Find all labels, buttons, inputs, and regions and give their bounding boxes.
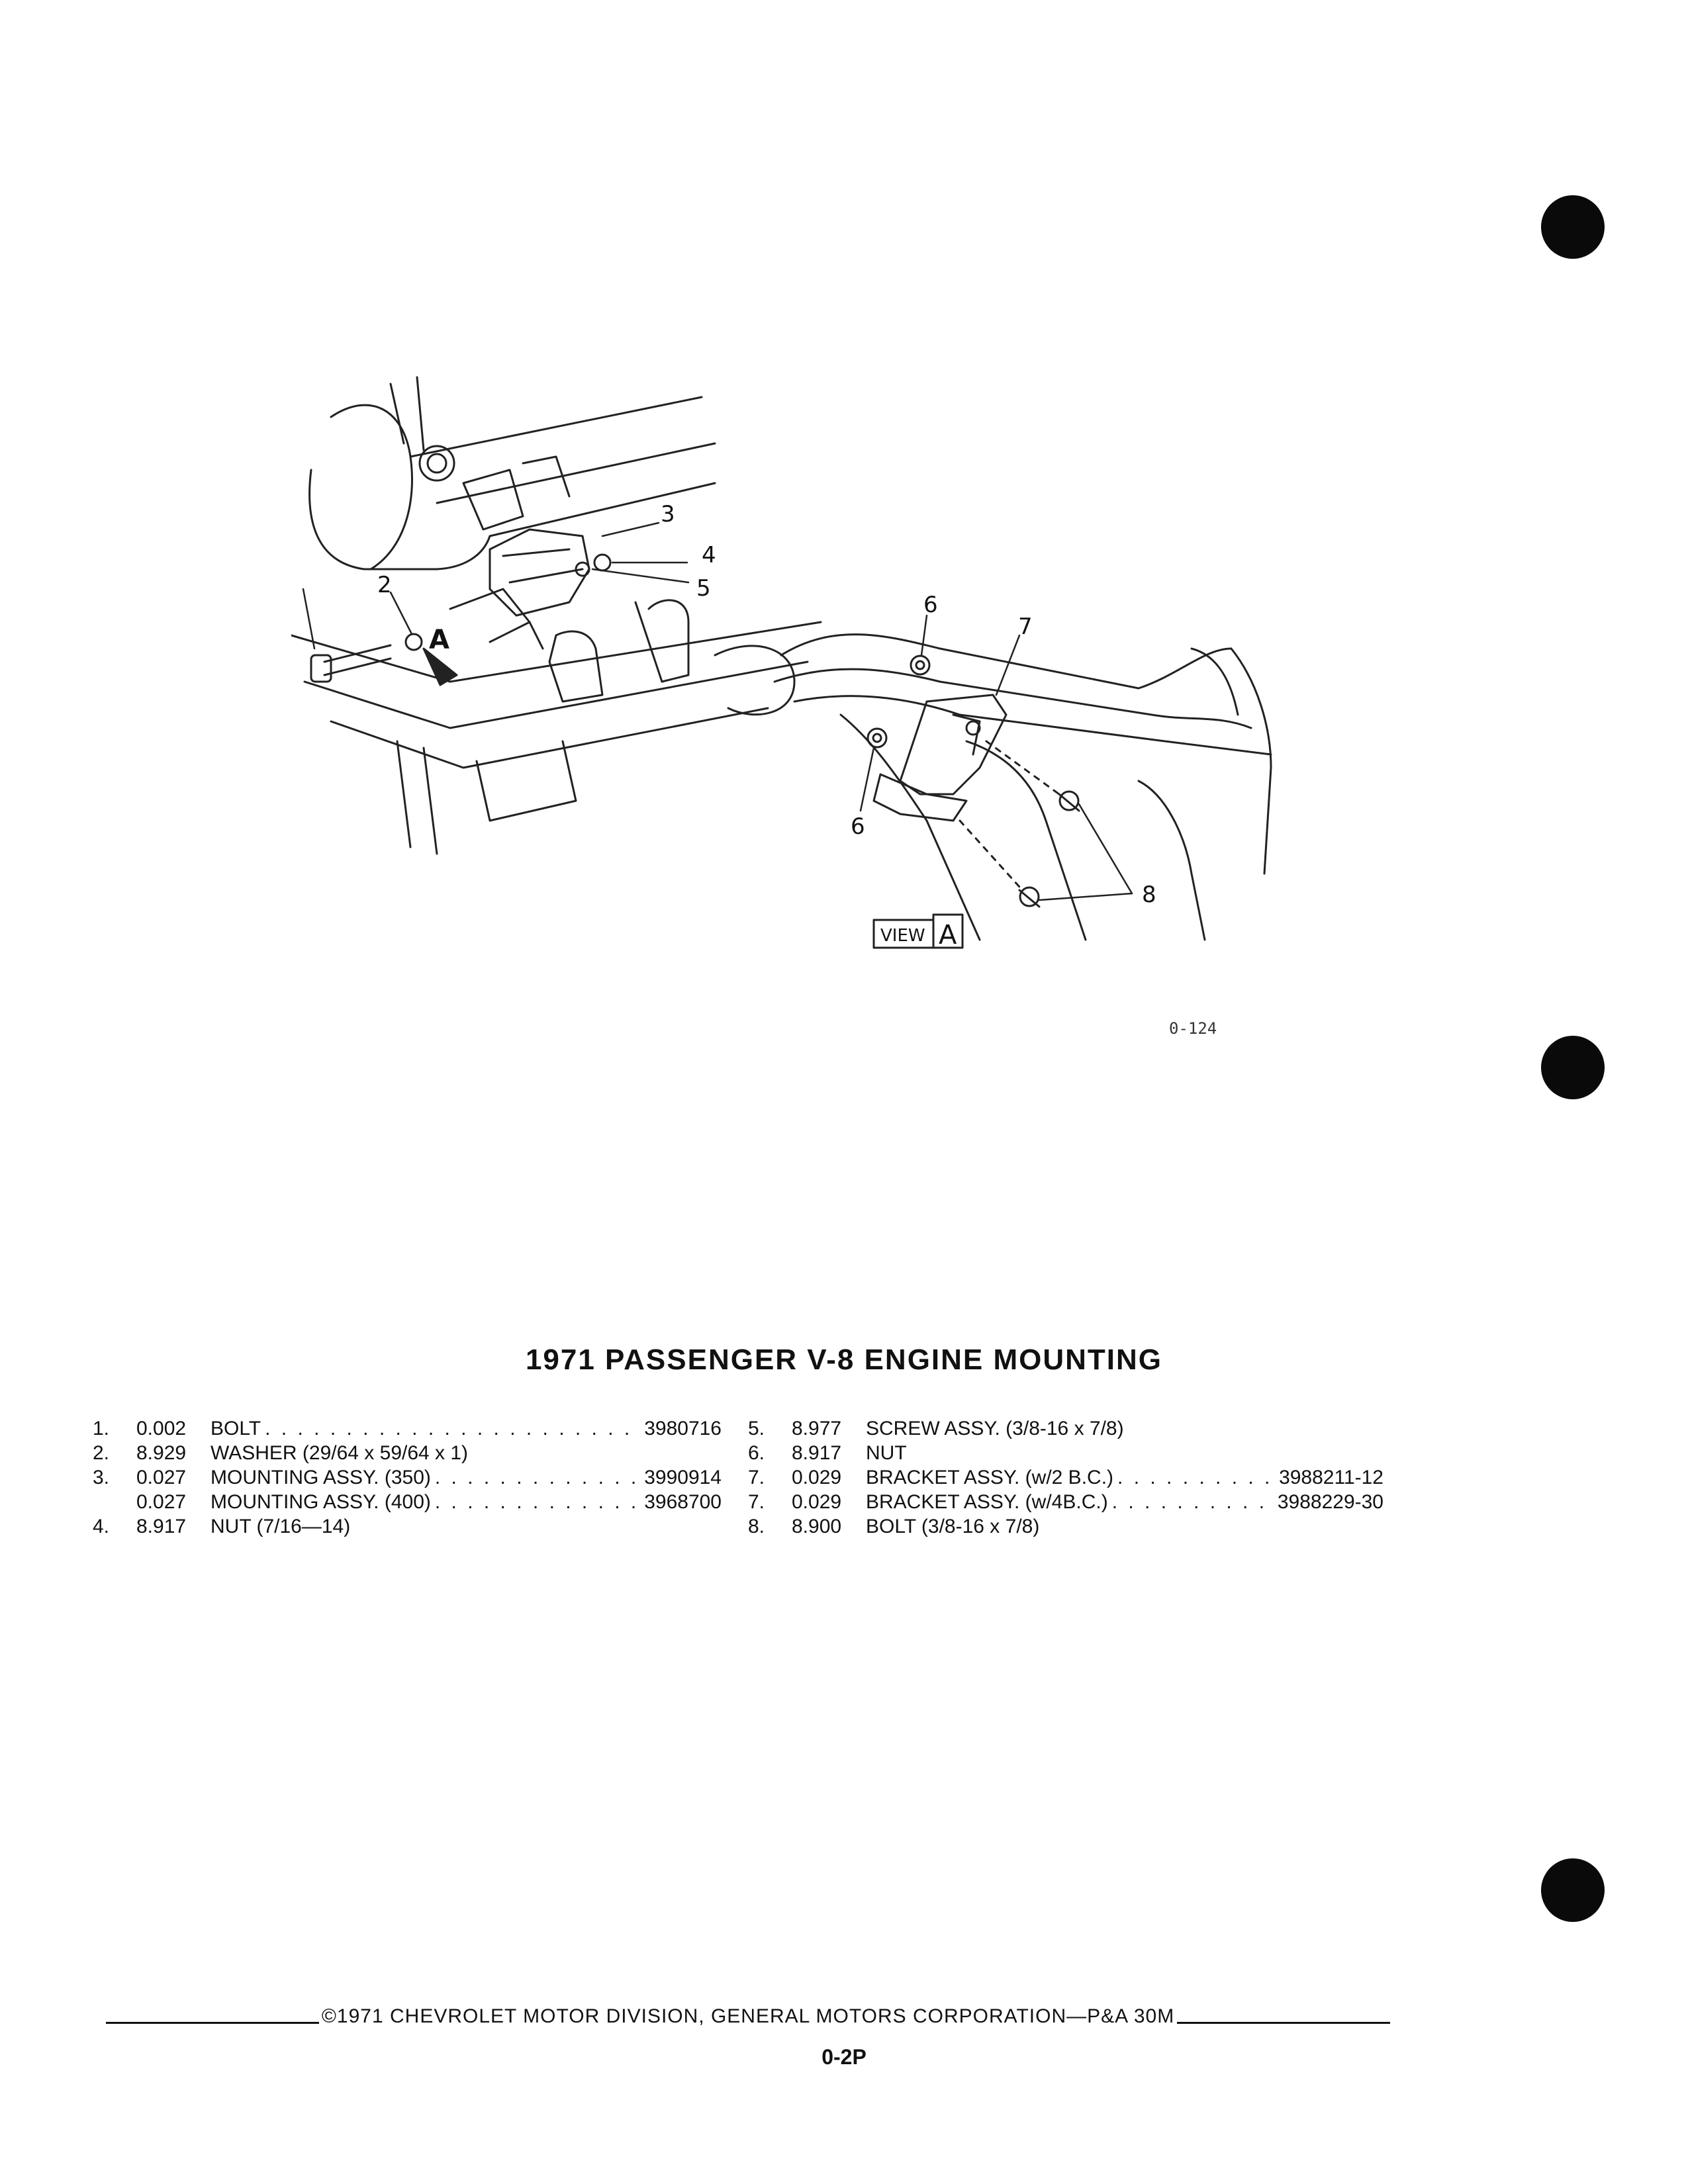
callout-6-top: 6 bbox=[923, 592, 938, 618]
part-description-cell: NUT (7/16—14) bbox=[211, 1514, 712, 1539]
part-number bbox=[1374, 1514, 1383, 1539]
leader-dots: . . . . . . . . . . . . . . . . . . . . … bbox=[434, 1467, 635, 1488]
figure-reference-number: 0-124 bbox=[1169, 1019, 1217, 1038]
part-description-cell: WASHER (29/64 x 59/64 x 1) bbox=[211, 1441, 712, 1465]
callout-7: 7 bbox=[1018, 614, 1033, 640]
part-description: BOLT (3/8-16 x 7/8) bbox=[866, 1516, 1040, 1537]
part-row: 5. 8.977 SCREW ASSY. (3/8-16 x 7/8) bbox=[748, 1416, 1383, 1441]
part-item-number: 3. bbox=[93, 1467, 110, 1488]
part-number: 3988211-12 bbox=[1279, 1467, 1383, 1488]
callout-1: 1 bbox=[295, 371, 309, 377]
part-description: MOUNTING ASSY. (400) bbox=[211, 1491, 431, 1513]
part-description-cell: BRACKET ASSY. (w/2 B.C.). . . . . . . . … bbox=[866, 1465, 1270, 1490]
view-box-label: VIEW bbox=[880, 926, 925, 946]
part-number bbox=[1374, 1416, 1383, 1441]
part-item-number: 2. bbox=[93, 1442, 110, 1464]
part-row: 7. 0.029 BRACKET ASSY. (w/4B.C.). . . . . … bbox=[748, 1490, 1383, 1514]
binder-hole-middle bbox=[1541, 1036, 1605, 1099]
part-row: 8. 8.900 BOLT (3/8-16 x 7/8) bbox=[748, 1514, 1383, 1539]
part-row: 4. 8.917 NUT (7/16—14) bbox=[93, 1514, 722, 1539]
part-row: 3. 0.027 MOUNTING ASSY. (350). . . . . . .… bbox=[93, 1465, 722, 1490]
part-description-cell: BOLT. . . . . . . . . . . . . . . . . . … bbox=[211, 1416, 635, 1441]
part-number bbox=[712, 1514, 722, 1539]
part-description: MOUNTING ASSY. (350) bbox=[211, 1467, 431, 1488]
part-group-code: 0.029 bbox=[792, 1491, 842, 1513]
part-item-number: 7. bbox=[748, 1491, 765, 1513]
part-row: 2. 8.929 WASHER (29/64 x 59/64 x 1) bbox=[93, 1441, 722, 1465]
part-description-cell: MOUNTING ASSY. (400). . . . . . . . . . … bbox=[211, 1490, 635, 1514]
part-item-number: 1. bbox=[93, 1418, 110, 1439]
part-number bbox=[1374, 1441, 1383, 1465]
footer-rule-right bbox=[1177, 2021, 1391, 2024]
part-group-code: 0.027 bbox=[136, 1467, 187, 1488]
part-number: 3988229-30 bbox=[1277, 1491, 1383, 1513]
callout-5: 5 bbox=[696, 575, 711, 602]
footer-copyright: ©1971 CHEVROLET MOTOR DIVISION, GENERAL … bbox=[321, 2005, 1175, 2027]
part-item-number: 6. bbox=[748, 1442, 765, 1464]
part-description: NUT (7/16—14) bbox=[211, 1516, 351, 1537]
part-group-code: 8.929 bbox=[136, 1442, 187, 1464]
callout-6-bottom: 6 bbox=[851, 813, 865, 840]
part-group-code: 0.029 bbox=[792, 1467, 842, 1488]
engine-mount-illustration: 1 2 3 4 5 6 7 8 6 A VIEW A bbox=[290, 350, 1311, 1046]
part-description: BRACKET ASSY. (w/4B.C.) bbox=[866, 1491, 1108, 1513]
leader-dots: . . . . . . . . . . . . . . . . . . . . … bbox=[1117, 1467, 1270, 1488]
parts-list-right: 5. 8.977 SCREW ASSY. (3/8-16 x 7/8) 6. 8.917… bbox=[748, 1416, 1383, 1539]
part-description: WASHER (29/64 x 59/64 x 1) bbox=[211, 1442, 469, 1464]
part-description-cell: BOLT (3/8-16 x 7/8) bbox=[866, 1514, 1374, 1539]
callout-leader-lines bbox=[302, 522, 1133, 901]
part-item-number: 5. bbox=[748, 1418, 765, 1439]
part-description-cell: SCREW ASSY. (3/8-16 x 7/8) bbox=[866, 1416, 1374, 1441]
part-item-number: 4. bbox=[93, 1516, 110, 1537]
binder-hole-bottom bbox=[1541, 1858, 1605, 1922]
part-group-code: 8.977 bbox=[792, 1418, 842, 1439]
leader-dots: . . . . . . . . . . . . . . . . . . . . … bbox=[434, 1491, 635, 1513]
view-a-label-box: VIEW A bbox=[872, 913, 964, 950]
part-number bbox=[712, 1441, 722, 1465]
part-group-code: 0.002 bbox=[136, 1418, 187, 1439]
part-number: 3990914 bbox=[644, 1467, 722, 1488]
footer-line: ©1971 CHEVROLET MOTOR DIVISION, GENERAL … bbox=[106, 2005, 1391, 2028]
part-item-number: 8. bbox=[748, 1516, 765, 1537]
part-row: 1. 0.002 BOLT. . . . . . . . . . . . . . .… bbox=[93, 1416, 722, 1441]
page-number: 0-2P bbox=[821, 2045, 867, 2069]
page-title: 1971 PASSENGER V-8 ENGINE MOUNTING bbox=[525, 1343, 1163, 1376]
part-description: BOLT bbox=[211, 1418, 261, 1439]
footer-rule-left bbox=[106, 2021, 319, 2024]
callout-3: 3 bbox=[661, 501, 675, 527]
part-description-cell: NUT bbox=[866, 1441, 1374, 1465]
binder-hole-top bbox=[1541, 195, 1605, 259]
part-row: 7. 0.029 BRACKET ASSY. (w/2 B.C.). . . . .… bbox=[748, 1465, 1383, 1490]
part-row: 6. 8.917 NUT bbox=[748, 1441, 1383, 1465]
view-box-letter: A bbox=[939, 920, 957, 950]
callout-8: 8 bbox=[1142, 882, 1156, 908]
part-row: 0.027 MOUNTING ASSY. (400). . . . . . . .… bbox=[93, 1490, 722, 1514]
view-a-detail-drawing bbox=[773, 633, 1272, 941]
callout-2: 2 bbox=[377, 572, 392, 598]
part-group-code: 8.917 bbox=[136, 1516, 187, 1537]
part-number: 3968700 bbox=[644, 1491, 722, 1513]
part-item-number bbox=[93, 1490, 136, 1514]
part-description-cell: MOUNTING ASSY. (350). . . . . . . . . . … bbox=[211, 1465, 635, 1490]
part-description: NUT bbox=[866, 1442, 907, 1464]
part-item-number: 7. bbox=[748, 1467, 765, 1488]
leader-dots: . . . . . . . . . . . . . . . . . . . . … bbox=[1111, 1491, 1268, 1513]
view-marker-letter: A bbox=[429, 625, 449, 655]
part-description: SCREW ASSY. (3/8-16 x 7/8) bbox=[866, 1418, 1124, 1439]
part-number: 3980716 bbox=[644, 1418, 722, 1439]
callout-4: 4 bbox=[702, 542, 716, 569]
part-description: BRACKET ASSY. (w/2 B.C.) bbox=[866, 1467, 1114, 1488]
part-group-code: 0.027 bbox=[136, 1491, 187, 1513]
engine-block-drawing bbox=[290, 376, 822, 855]
part-group-code: 8.900 bbox=[792, 1516, 842, 1537]
part-group-code: 8.917 bbox=[792, 1442, 842, 1464]
leader-dots: . . . . . . . . . . . . . . . . . . . . … bbox=[265, 1418, 635, 1439]
part-description-cell: BRACKET ASSY. (w/4B.C.). . . . . . . . .… bbox=[866, 1490, 1268, 1514]
